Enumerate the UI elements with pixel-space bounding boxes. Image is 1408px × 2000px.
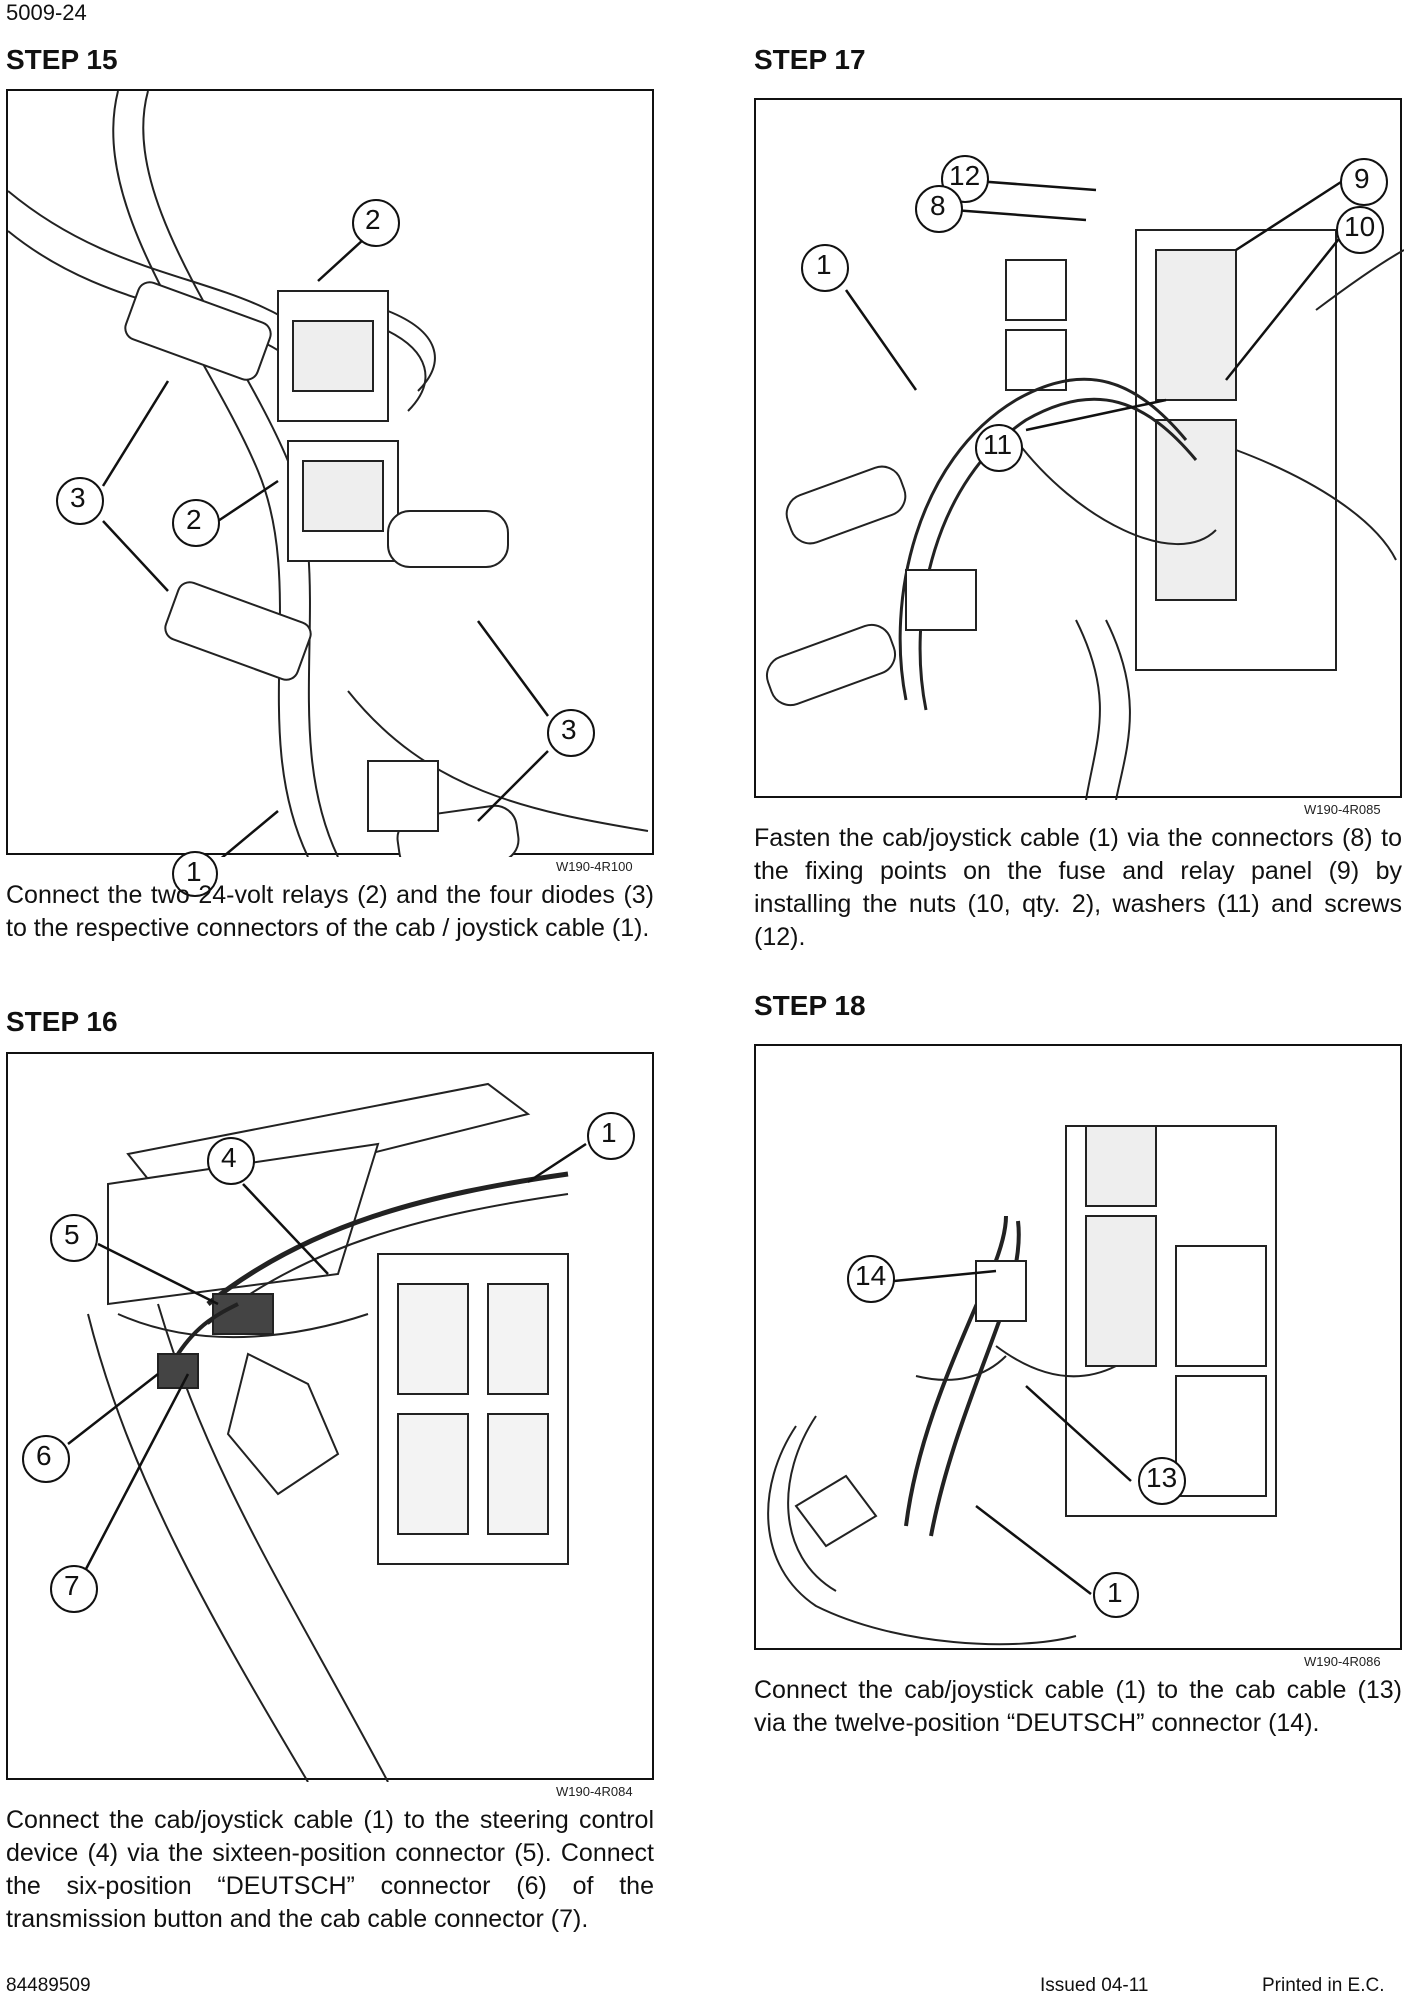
callout-1-circle (172, 851, 218, 897)
callout-10: 10 (1344, 211, 1376, 242)
callout-2-top: 2 (365, 204, 381, 235)
issued-date: Issued 04-11 (1040, 1975, 1149, 1996)
step-18-figure-code: W190-4R086 (1304, 1654, 1381, 1669)
part-number: 84489509 (6, 1975, 91, 1996)
step-16-illustration (22, 1082, 635, 1782)
step-17-illustration (766, 155, 1404, 800)
callout-8: 8 (930, 190, 946, 221)
step-16-figure: 4 1 5 6 7 (6, 1052, 654, 1782)
step-18-illustration (767, 1125, 1277, 1646)
step-15-figure: 2 3 2 3 1 (6, 89, 654, 897)
step-16-title: STEP 16 (6, 1006, 118, 1037)
callout-3-left: 3 (70, 482, 86, 513)
callout-1: 1 (601, 1117, 617, 1148)
callout-9: 9 (1354, 163, 1370, 194)
callout-12: 12 (949, 160, 981, 191)
step-17-title: STEP 17 (754, 44, 866, 75)
step-17-figure: 12 9 8 10 1 11 (754, 98, 1404, 800)
callout-1: 1 (1107, 1577, 1123, 1608)
callout-6: 6 (36, 1440, 52, 1471)
callout-11: 11 (983, 429, 1013, 460)
callout-4: 4 (221, 1142, 237, 1173)
callout-2-mid: 2 (186, 504, 202, 535)
callout-7: 7 (64, 1570, 80, 1601)
step-15-illustration (8, 91, 649, 857)
callout-1: 1 (816, 249, 832, 280)
callout-13: 13 (1146, 1462, 1178, 1493)
step-18-figure: 14 13 1 (754, 1044, 1402, 1650)
callout-5: 5 (64, 1219, 80, 1250)
step-15-title: STEP 15 (6, 44, 118, 75)
step-15-text: Connect the two 24-volt relays (2) and t… (6, 881, 654, 942)
callout-3-right: 3 (561, 714, 577, 745)
callout-1: 1 (186, 856, 202, 887)
step-18-title: STEP 18 (754, 990, 866, 1021)
step-18-text: Connect the cab/joystick cable (1) to th… (754, 1676, 1402, 1737)
step-15-figure-code: W190-4R100 (556, 859, 633, 874)
step-16-text: Connect the cab/joystick cable (1) to th… (6, 1806, 654, 1933)
printed-in: Printed in E.C. (1262, 1975, 1385, 1996)
step-16-figure-code: W190-4R084 (556, 1784, 633, 1799)
callout-1-circle (1093, 1572, 1139, 1618)
step-17-text: Fasten the cab/joystick cable (1) via th… (754, 824, 1402, 951)
step-17-figure-code: W190-4R085 (1304, 802, 1381, 817)
page-number: 5009-24 (6, 0, 87, 25)
callout-14: 14 (855, 1260, 887, 1291)
